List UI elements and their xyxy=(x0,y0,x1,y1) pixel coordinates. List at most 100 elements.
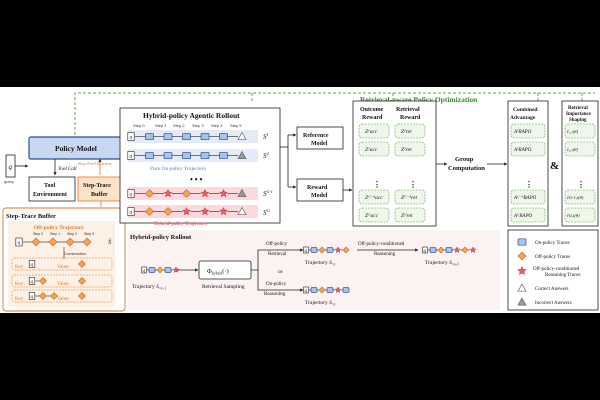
importance-shaping-panel xyxy=(561,100,599,227)
group-computation-label-2: Computation xyxy=(448,165,485,172)
query-node xyxy=(422,246,428,254)
s-label-g1: SG-1 xyxy=(263,189,273,198)
legend-offcond-2: Reasoning Traces xyxy=(545,273,580,278)
trajectory-t1-label: Trajectory S<t+1 xyxy=(425,260,459,267)
retrieval-reward-cell xyxy=(394,207,426,223)
reasoning-star xyxy=(182,206,191,216)
s-label-2: S2 xyxy=(263,151,270,160)
offpolicy-node xyxy=(39,277,47,285)
offpolicy-node xyxy=(145,189,154,198)
buffer-key-3: Key: xyxy=(15,297,25,302)
offpolicy-node xyxy=(78,277,86,285)
offpolicy-trajectory-title: Off-policy Trajectory xyxy=(34,225,84,231)
onpolicy-node xyxy=(145,132,154,141)
rollout-step-5: Step 5 xyxy=(230,123,242,128)
rollout-step-0: Step 0 xyxy=(133,123,145,128)
reasoning-star xyxy=(334,246,342,253)
onpolicy-node xyxy=(517,238,527,246)
query-node-label: q xyxy=(130,155,133,160)
outcome-reward-title-1: Outcome xyxy=(360,107,384,113)
offpolicy-node xyxy=(437,246,445,254)
legend-offpolicy: Off-policy Traces xyxy=(535,255,570,260)
offpolicy-cond-2: Reasoning xyxy=(374,252,396,257)
reasoning-star xyxy=(334,286,342,293)
pure-onpolicy-label: Pure On-policy Trajectory xyxy=(150,167,207,172)
importance-value: r̂₂,ₜ(θ) xyxy=(567,147,578,153)
query-label: query xyxy=(4,179,14,184)
query-node-label: q xyxy=(424,249,427,254)
onpolicy-node xyxy=(445,247,453,253)
retrieval-reward-value: Z²ret xyxy=(401,147,412,153)
offpolicy-node xyxy=(39,292,47,300)
hybrid-trajectory-label: Hybrid-policy Trajectory xyxy=(154,222,208,227)
offpolicy-node xyxy=(318,286,326,294)
importance-value: r̂₁,ₜ(θ) xyxy=(567,129,578,135)
onpolicy-node xyxy=(342,287,350,293)
combined-advantage-panel xyxy=(507,100,549,227)
correct-answer-icon xyxy=(237,206,247,216)
onpolicy-node xyxy=(219,132,228,141)
combined-advantage-title-1: Combined xyxy=(513,107,537,113)
outcome-reward-cell xyxy=(358,207,390,223)
buffer-construction: Construction xyxy=(64,251,86,256)
onpolicy-reasoning-1: On-policy xyxy=(266,282,287,287)
query-node xyxy=(303,246,309,254)
reasoning-star xyxy=(172,266,180,273)
onpolicy-node xyxy=(163,151,173,160)
onpolicy-node xyxy=(310,287,318,293)
importance-title-2: Importance xyxy=(566,112,592,117)
buffer-step-2: Step 2 xyxy=(67,232,77,236)
retrieval-reward-cell xyxy=(394,123,426,139)
query-node-label: q xyxy=(130,193,133,198)
importance-title-3: Shaping xyxy=(569,118,587,123)
onpolicy-node xyxy=(148,267,156,273)
legend-incorrect: Incorrect Answers xyxy=(535,301,572,306)
trajectory-t-label-2: Trajectory S<t xyxy=(305,300,336,307)
onpolicy-node xyxy=(200,151,210,160)
rollout-step-2: Step 2 xyxy=(173,123,185,128)
step-trace-buffer-box xyxy=(77,176,126,202)
offpolicy-node xyxy=(318,246,326,254)
diagram-canvas: Retrieval-aware Policy Optimization q qu… xyxy=(0,87,600,313)
retrieval-reward-title-1: Retrieval xyxy=(396,107,420,113)
offpolicy-retrieval-1: Off-policy xyxy=(266,242,288,247)
buffer-s-hat: Ŝ xyxy=(108,238,112,246)
tool-environment-box xyxy=(28,176,76,202)
query-node xyxy=(15,237,23,247)
s-label-1: S1 xyxy=(263,132,269,141)
offpolicy-node xyxy=(182,189,191,198)
buffer-entry xyxy=(11,274,113,288)
buffer-panel-title: Step-Trace Buffer xyxy=(6,213,56,220)
retrieval-reward-cell xyxy=(394,141,426,157)
rollout-dots: • • • xyxy=(190,175,203,184)
importance-value: r̂G-1,t(θ) xyxy=(567,195,584,201)
legend-marks xyxy=(517,238,527,306)
onpolicy-node xyxy=(182,151,191,160)
trajectory-in-label: Trajectory S<t−1 xyxy=(132,284,166,291)
reasoning-star xyxy=(517,265,527,276)
or-label: or xyxy=(278,269,283,275)
reward-model-label-1: Reward xyxy=(307,185,328,191)
tool-environment-label-2: Environment xyxy=(33,192,67,198)
retrieval-dots: ⋮ xyxy=(409,180,417,189)
correct-answer-icon xyxy=(517,283,527,292)
offpolicy-node xyxy=(156,266,164,274)
offpolicy-node xyxy=(342,246,350,254)
rollout-step-3: Step 3 xyxy=(192,123,204,128)
query-node xyxy=(303,286,309,294)
advantage-dots: ⋮ xyxy=(525,180,533,189)
importance-cell xyxy=(564,141,596,157)
importance-cells: r̂₁,ₜ(θ)r̂₂,ₜ(θ)r̂G-1,t(θ)r̂G,t(θ) xyxy=(564,123,596,223)
offpolicy-node xyxy=(82,237,92,247)
query-node-label: q xyxy=(18,241,21,246)
outcome-reward-cell xyxy=(358,123,390,139)
offpolicy-node xyxy=(461,246,469,254)
buffer-step-3: Step 3 xyxy=(84,232,94,236)
buffer-step-0: Step 0 xyxy=(33,232,43,236)
reference-model-label-1: Reference xyxy=(303,133,329,139)
onpolicy-node xyxy=(200,132,210,141)
offpolicy-node xyxy=(50,292,58,300)
legend-offcond-1: Off-policy-conditioned xyxy=(533,267,580,272)
query-node xyxy=(28,277,36,285)
